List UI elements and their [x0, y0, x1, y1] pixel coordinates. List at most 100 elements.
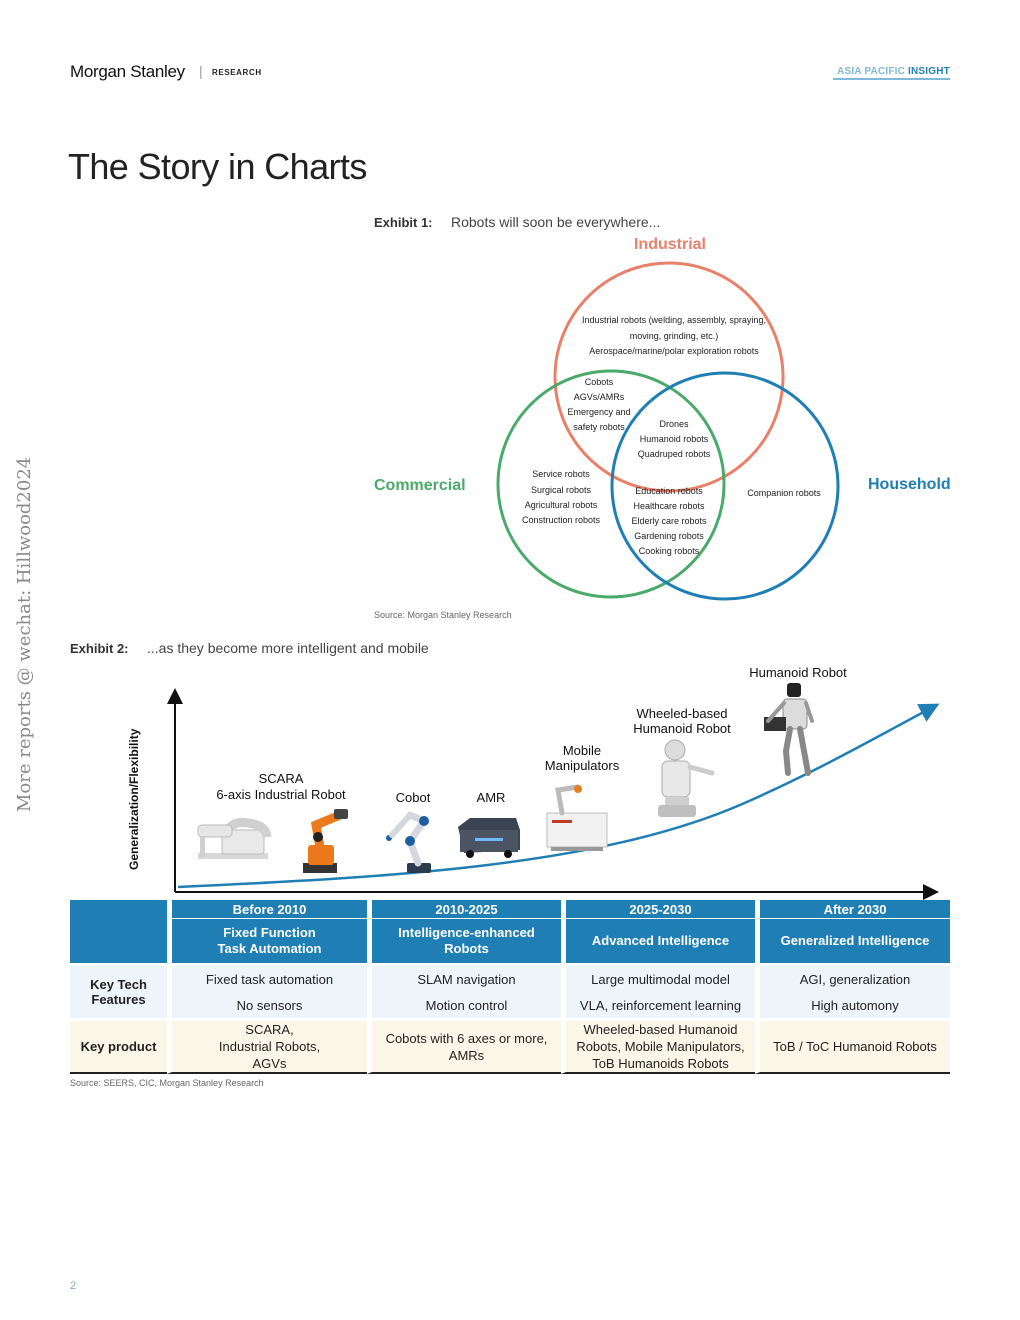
venn-item: Healthcare robots [633, 501, 705, 511]
venn-item: Agricultural robots [525, 500, 598, 510]
feature-cell: Motion control [367, 992, 561, 1018]
stage-line: Robots [444, 941, 489, 956]
side-watermark: More reports @ wechat: Hillwood2024 [14, 456, 35, 812]
robot-label-wheeled: Wheeled-based [636, 706, 727, 721]
feature-cell: No sensors [167, 992, 367, 1018]
exhibit2-label: Exhibit 2: [70, 641, 129, 656]
product-line: ToB Humanoids Robots [592, 1056, 729, 1071]
venn-set-commercial: Commercial [374, 477, 466, 494]
page-title: The Story in Charts [68, 146, 367, 187]
venn-item: Construction robots [522, 515, 601, 525]
venn-item: AGVs/AMRs [574, 392, 625, 402]
product-line: Cobots with 6 axes or more, [385, 1030, 548, 1046]
venn-item: Cobots [585, 377, 614, 387]
feature-cell: AGI, generalization [755, 963, 950, 992]
venn-item: Industrial robots (welding, assembly, sp… [582, 315, 766, 325]
robot-label-scara: 6-axis Industrial Robot [216, 787, 346, 802]
series-label-part1: ASIA PACIFIC [837, 66, 906, 77]
product-line: Wheeled-based Humanoid [583, 1022, 738, 1037]
stage-line: Generalized Intelligence [780, 933, 930, 948]
humanoid-image [764, 683, 814, 776]
amr-image [458, 818, 520, 858]
mobile-manipulator-image [546, 784, 608, 851]
robot-label-mobile: Mobile [563, 743, 601, 758]
scara-robot-image [197, 818, 272, 859]
stage-cell: Intelligence-enhanced Robots [367, 919, 561, 963]
venn-item: Emergency and [567, 407, 630, 417]
features-row: Key Tech Features Fixed task automation … [70, 963, 950, 1018]
venn-item: Drones [659, 419, 689, 429]
table-corner [70, 900, 167, 963]
venn-item: Gardening robots [634, 531, 704, 541]
venn-item: safety robots [573, 422, 625, 432]
stage-line: Intelligence-enhanced [398, 925, 535, 940]
venn-item: Aerospace/marine/polar exploration robot… [589, 346, 759, 356]
venn-item: Elderly care robots [631, 516, 707, 526]
series-label-part2: INSIGHT [908, 66, 950, 77]
era-cell: 2025-2030 [561, 900, 755, 919]
feature-cell: Large multimodal model [561, 963, 755, 992]
venn-item: moving, grinding, etc.) [630, 331, 719, 341]
venn-item: Humanoid robots [640, 434, 709, 444]
robot-label-amr: AMR [477, 790, 506, 805]
era-cell: 2010-2025 [367, 900, 561, 919]
robot-label-humanoid: Humanoid Robot [749, 665, 847, 680]
exhibit1-title: Robots will soon be everywhere... [451, 214, 661, 230]
stage-line: Task Automation [217, 941, 322, 956]
growth-curve [177, 703, 940, 889]
series-label: ASIA PACIFIC INSIGHT [837, 66, 950, 77]
robot-label-wheeled: Humanoid Robot [633, 721, 731, 736]
product-cell: ToB / ToC Humanoid Robots [755, 1018, 950, 1074]
industrial-robot-image [303, 809, 348, 873]
cobot-image [386, 811, 431, 873]
exhibit1-label: Exhibit 1: [374, 215, 433, 230]
product-row: Key product SCARA, Industrial Robots, AG… [70, 1018, 950, 1074]
venn-item: Companion robots [747, 488, 821, 498]
robot-label-mobile: Manipulators [545, 758, 620, 773]
product-line: AGVs [252, 1056, 287, 1071]
era-cell: After 2030 [755, 900, 950, 919]
stage-cell: Generalized Intelligence [755, 919, 950, 963]
y-axis-label: Generalization/Flexibility [127, 728, 141, 870]
feature-cell: SLAM navigation [367, 963, 561, 992]
product-line: Industrial Robots, [218, 1039, 321, 1054]
product-line: ToB / ToC Humanoid Robots [773, 1039, 937, 1054]
feature-cell: High automony [755, 992, 950, 1018]
venn-item: Service robots [532, 469, 590, 479]
feature-cell: Fixed task automation [167, 963, 367, 992]
product-line: SCARA, [245, 1022, 294, 1037]
venn-set-industrial: Industrial [634, 236, 706, 253]
evolution-chart: Generalization/Flexibility SCARA 6-axis … [127, 665, 940, 900]
venn-circle-industrial [553, 261, 785, 493]
product-cell: Cobots with 6 axes or more, AMRs [367, 1018, 561, 1074]
stage-line: Fixed Function [223, 925, 316, 940]
robot-label-cobot: Cobot [396, 790, 431, 805]
features-row: No sensors Motion control VLA, reinforce… [70, 992, 950, 1018]
page-number: 2 [70, 1280, 77, 1292]
robot-evolution-table: Before 2010 2010-2025 2025-2030 After 20… [70, 900, 950, 1074]
series-underline [833, 78, 950, 80]
stage-line: Advanced Intelligence [591, 933, 730, 948]
wheeled-humanoid-image [658, 739, 715, 817]
features-row-header: Key Tech Features [70, 963, 167, 1018]
stage-row: Fixed Function Task Automation Intellige… [70, 919, 950, 963]
venn-circle-household [610, 371, 840, 601]
brand-logo: Morgan Stanley [70, 62, 185, 81]
venn-item: Quadruped robots [638, 449, 711, 459]
exhibit2-source: Source: SEERS, CIC, Morgan Stanley Resea… [70, 1078, 264, 1088]
product-row-header: Key product [70, 1018, 167, 1074]
venn-item: Surgical robots [531, 485, 592, 495]
stage-cell: Fixed Function Task Automation [167, 919, 367, 963]
product-line: Robots, Mobile Manipulators, [576, 1039, 745, 1054]
venn-item: Cooking robots [639, 546, 700, 556]
era-row: Before 2010 2010-2025 2025-2030 After 20… [70, 900, 950, 963]
row-header-line: Features [91, 992, 146, 1007]
header-separator: | [199, 63, 203, 79]
product-cell: Wheeled-based Humanoid Robots, Mobile Ma… [561, 1018, 755, 1074]
robot-label-scara: SCARA [259, 771, 304, 786]
row-header-line: Key Tech [90, 977, 147, 992]
product-cell: SCARA, Industrial Robots, AGVs [167, 1018, 367, 1074]
era-cell: Before 2010 [167, 900, 367, 919]
feature-cell: VLA, reinforcement learning [561, 992, 755, 1018]
product-line: AMRs [448, 1047, 485, 1063]
